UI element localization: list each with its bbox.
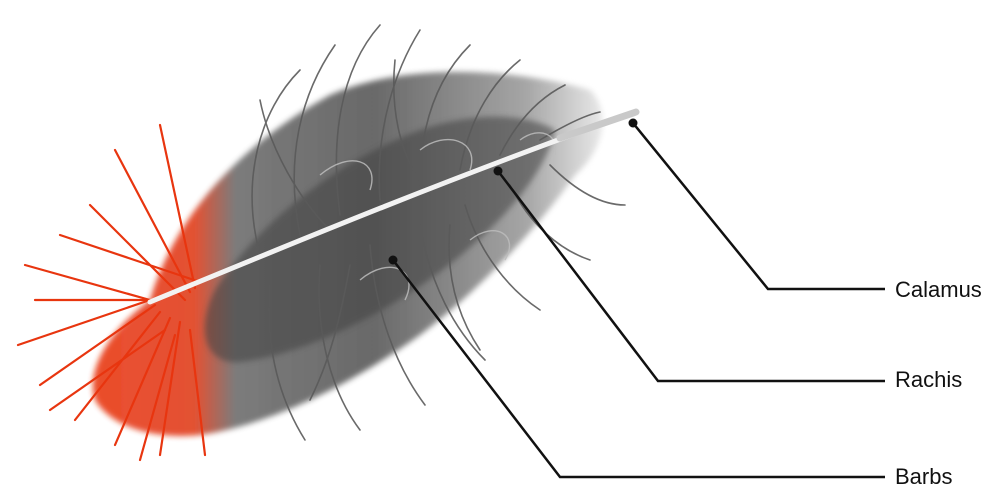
label-rachis: Rachis	[895, 369, 962, 391]
leader-line-rachis	[498, 171, 885, 381]
feather	[18, 25, 636, 460]
anchor-dot-barbs	[389, 256, 398, 265]
anchor-dot-calamus	[629, 119, 638, 128]
label-calamus: Calamus	[895, 279, 982, 301]
anchor-dot-rachis	[494, 167, 503, 176]
leader-line-calamus	[633, 123, 885, 289]
label-barbs: Barbs	[895, 466, 952, 488]
